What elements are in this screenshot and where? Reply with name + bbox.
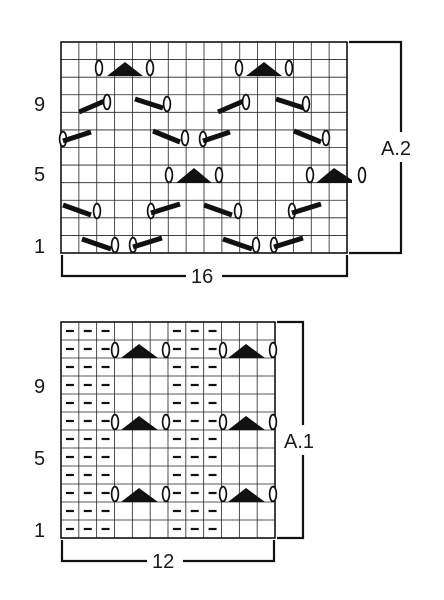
a2-label: A.2: [381, 138, 411, 160]
a2-row5-decrease-right: [305, 166, 367, 184]
a2-width-label: 16: [191, 266, 213, 288]
chart-a2-grid: [60, 41, 348, 254]
a1-row3-decrease-right: [218, 485, 278, 503]
a2-row-label-9: 9: [34, 94, 45, 116]
a2-row5-decrease-left: [164, 166, 224, 184]
a2-row9-cable-left: [78, 93, 112, 115]
chart-a1: A.1 12 9 5 1: [34, 320, 324, 574]
a1-width-label: 12: [152, 551, 174, 573]
a2-row7-cable-left: [58, 129, 92, 148]
a2-row3-cable-mid-left: [146, 201, 181, 220]
a2-row7-cable-mid-left: [152, 128, 190, 147]
a2-row9-cable-mid-left: [134, 95, 172, 113]
a2-row3-cable-right: [287, 201, 322, 220]
a2-row1-cable-mid-left: [128, 235, 163, 254]
a1-row7-decrease-left: [110, 413, 171, 431]
chart-a2: A.2 16 9 5 1: [34, 40, 422, 288]
a2-row1-cable-left: [81, 236, 120, 254]
a2-row9-cable-right: [275, 95, 311, 113]
a1-row-label-5: 5: [34, 448, 45, 470]
a1-row-label-1: 1: [34, 520, 45, 542]
a1-label: A.1: [284, 431, 314, 453]
a2-row3-cable-mid-right: [203, 202, 243, 220]
a2-row11-decrease-left: [94, 59, 155, 77]
a1-row3-decrease-left: [110, 485, 171, 503]
a2-row1-cable-right: [269, 235, 304, 254]
a2-row3-cable-left: [62, 202, 102, 220]
a1-row-label-9: 9: [34, 376, 45, 398]
a2-row-label-1: 1: [34, 236, 45, 258]
a1-row11-decrease-right: [218, 341, 278, 359]
a2-row-label-5: 5: [34, 164, 45, 186]
a1-row11-decrease-left: [110, 341, 171, 359]
a2-row1-cable-mid-right: [222, 236, 261, 254]
a2-row7-cable-mid-right: [293, 128, 331, 147]
a1-row7-decrease-right: [218, 413, 278, 431]
a2-row7-cable-mid: [198, 129, 231, 148]
a2-row11-decrease-right: [234, 59, 294, 77]
a2-row9-cable-mid-right: [217, 93, 251, 115]
